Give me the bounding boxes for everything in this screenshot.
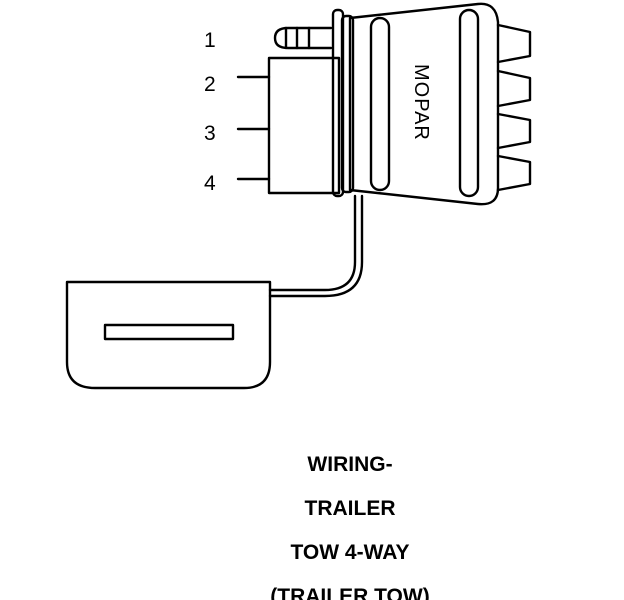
caption-line-2: TRAILER	[304, 497, 396, 520]
cable	[268, 194, 357, 292]
connector-body	[348, 2, 500, 206]
diagram-caption: WIRING- TRAILER TOW 4-WAY (TRAILER TOW)	[150, 448, 550, 600]
pin-label-4: 4	[204, 172, 216, 195]
output-terminals	[496, 23, 532, 192]
body-slot-right	[458, 8, 480, 198]
brand-label: MOPAR	[410, 64, 432, 141]
caption-line-4: (TRAILER TOW)	[270, 585, 430, 600]
bracket-slot	[103, 323, 235, 341]
caption-line-3: TOW 4-WAY	[290, 541, 410, 564]
pin-1-terminal	[273, 26, 333, 50]
body-slot-left	[369, 16, 391, 192]
wire-housing	[267, 56, 341, 195]
pin-label-2: 2	[204, 73, 216, 96]
pin-label-1: 1	[204, 29, 216, 52]
caption-line-1: WIRING-	[307, 453, 393, 476]
pin-label-3: 3	[204, 122, 216, 145]
mounting-bracket	[65, 280, 272, 390]
